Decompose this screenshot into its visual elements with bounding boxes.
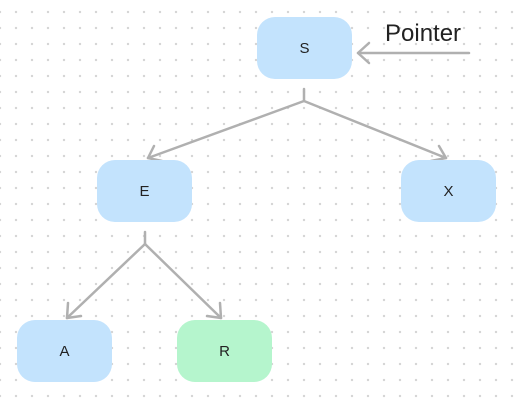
tree-node-r: R (177, 320, 272, 382)
edge-e-r-arrowhead (205, 301, 223, 320)
pointer-label: Pointer (385, 20, 462, 47)
node-label: S (299, 39, 310, 57)
edge-s-e-branch (146, 99, 306, 160)
edge-e-r-branch (143, 242, 223, 320)
edge-e-a-arrowhead (65, 301, 83, 320)
edge-s-x-branch (302, 99, 448, 160)
node-label: A (59, 342, 70, 360)
tree-node-x: X (401, 160, 496, 222)
tree-node-s: S (257, 17, 352, 79)
pointer-arrow-head (356, 41, 371, 65)
edge-e-a-branch (65, 242, 147, 320)
node-label: E (139, 182, 150, 200)
node-label: X (443, 182, 454, 200)
node-label: R (219, 342, 230, 360)
tree-node-e: E (97, 160, 192, 222)
tree-node-a: A (17, 320, 112, 382)
